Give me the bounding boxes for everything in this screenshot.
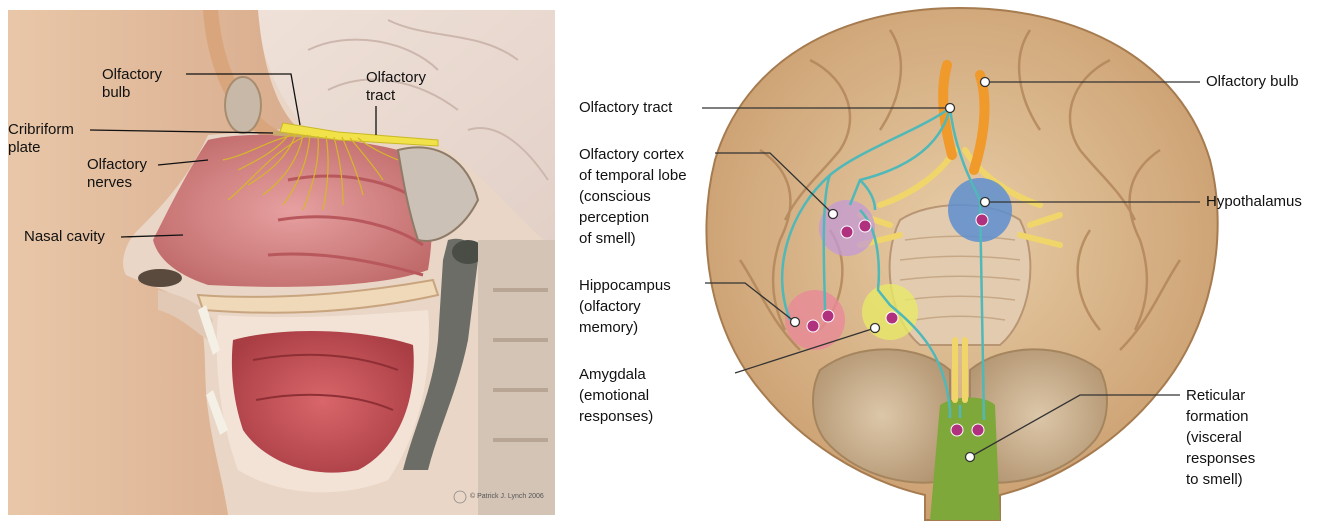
label-hypothalamus: Hypothalamus: [1206, 193, 1302, 211]
label-olfactory-tract-right: Olfactory tract: [579, 99, 672, 117]
label-cribriform-plate: Cribriform plate: [8, 121, 74, 157]
frontal-sinus: [225, 77, 261, 133]
label-hippocampus: Hippocampus (olfactory memory): [579, 275, 671, 338]
label-amygdala: Amygdala (emotional responses): [579, 364, 653, 427]
nasal-anatomy-svg: [8, 10, 555, 515]
neck-region: [478, 240, 555, 515]
cerebellum-left: [813, 349, 950, 482]
label-reticular-formation: Reticular formation (visceral responses …: [1186, 385, 1255, 490]
label-olfactory-bulb: Olfactory bulb: [102, 66, 162, 102]
nostril: [138, 269, 182, 287]
label-olfactory-tract-left: Olfactory tract: [366, 69, 426, 105]
label-nasal-cavity: Nasal cavity: [24, 228, 105, 246]
nasal-anatomy-illustration: Olfactory bulb Olfactory tract Cribrifor…: [8, 10, 555, 515]
label-olfactory-bulb-right: Olfactory bulb: [1206, 73, 1299, 91]
olfactory-pathway-illustration: Olfactory tract Olfactory cortex of temp…: [560, 0, 1341, 523]
label-olfactory-nerves: Olfactory nerves: [87, 156, 147, 192]
label-olfactory-cortex: Olfactory cortex of temporal lobe (consc…: [579, 144, 687, 249]
illustration-credit: © Patrick J. Lynch 2006: [470, 493, 544, 500]
reticular-formation-region: [930, 398, 1000, 521]
